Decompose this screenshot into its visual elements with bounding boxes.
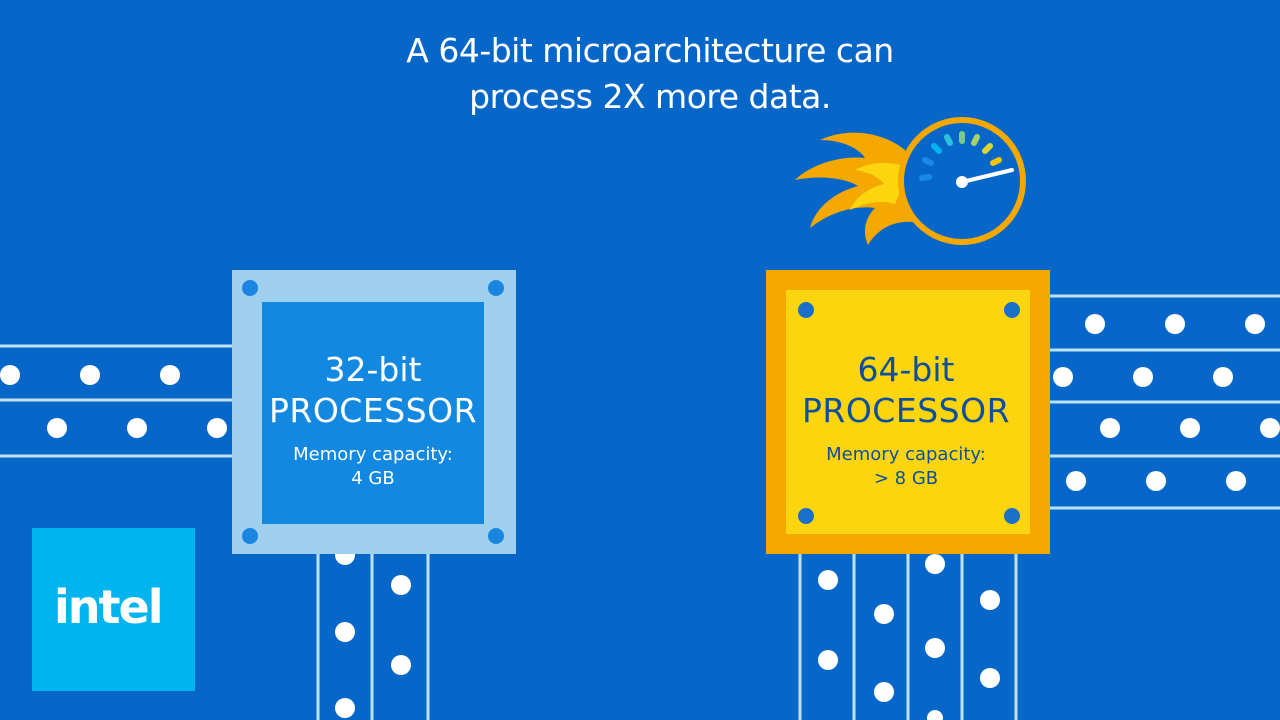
- intel-logo-text: intel: [54, 580, 163, 634]
- processor-64-memory-value: > 8 GB: [873, 468, 939, 489]
- processor-64-name: PROCESSOR: [802, 391, 1010, 430]
- processor-32-memory-label: Memory capacity:: [293, 444, 453, 465]
- processor-64-memory-label: Memory capacity:: [826, 444, 986, 465]
- data-bits-64-horizontal: [1053, 314, 1280, 491]
- intel-logo: intel: [32, 528, 195, 691]
- processor-32-label: 32-bit PROCESSOR Memory capacity: 4 GB: [262, 350, 484, 490]
- processor-32-chip: [232, 270, 516, 554]
- processor-64-chip: [766, 270, 1050, 554]
- speedometer-icon: [898, 117, 1026, 245]
- data-bits-64-vertical: [818, 554, 1000, 720]
- data-lanes-32-vertical: [316, 554, 430, 720]
- headline: A 64-bit microarchitecture can process 2…: [340, 28, 960, 120]
- flame-icon: [795, 132, 915, 245]
- data-lanes-64-vertical: [798, 554, 1018, 720]
- processor-32-bits: 32-bit: [324, 350, 422, 389]
- processor-64-bits: 64-bit: [857, 350, 955, 389]
- processor-64-label: 64-bit PROCESSOR Memory capacity: > 8 GB: [790, 350, 1022, 490]
- data-bits-32-horizontal: [0, 365, 227, 438]
- processor-32-name: PROCESSOR: [269, 391, 477, 430]
- processor-32-memory-value: 4 GB: [351, 468, 395, 489]
- headline-line-1: A 64-bit microarchitecture can: [406, 31, 894, 70]
- headline-line-2: process 2X more data.: [469, 77, 831, 116]
- data-lanes-64-horizontal: [1050, 294, 1280, 510]
- data-lanes-32-horizontal: [0, 344, 232, 458]
